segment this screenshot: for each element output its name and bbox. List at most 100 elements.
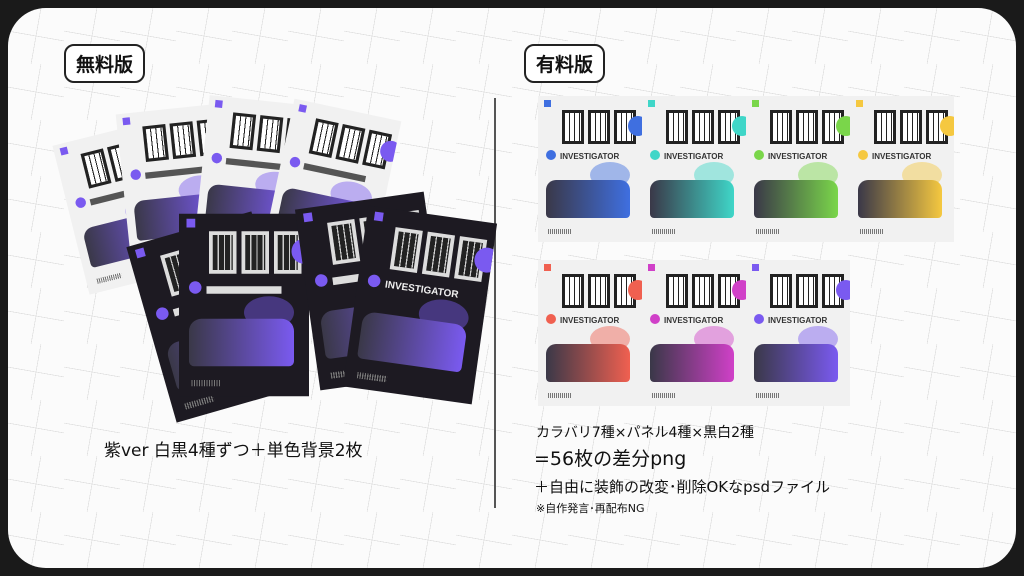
color-square (59, 146, 69, 156)
paid-line-1: カラバリ7種×パネル4種×黒白2種 (536, 425, 755, 441)
circle-decoration (628, 280, 642, 300)
circle-decoration (754, 150, 764, 160)
window-graphic (335, 123, 366, 164)
paid-note: ※自作発言･再配布NG (536, 502, 645, 515)
poster-preview (179, 213, 309, 397)
circle-decoration (129, 168, 142, 181)
barcode (860, 229, 884, 234)
poster-title: INVESTIGATOR (664, 316, 724, 325)
circle-decoration (628, 116, 642, 136)
window-graphic (562, 110, 584, 144)
window-graphic (666, 274, 688, 308)
window-graphic (229, 112, 257, 151)
color-square (122, 117, 131, 126)
circle-decoration (732, 116, 746, 136)
circle-decoration (154, 305, 171, 322)
poster-title: INVESTIGATOR (872, 152, 932, 161)
barcode (756, 229, 780, 234)
sofa-graphic (189, 318, 294, 367)
poster-preview: INVESTIGATOR (642, 96, 746, 242)
barcode (652, 229, 676, 234)
barcode (756, 393, 780, 398)
circle-decoration (367, 273, 382, 288)
circle-decoration (732, 280, 746, 300)
circle-decoration (940, 116, 954, 136)
window-graphic (241, 231, 269, 274)
color-square (648, 264, 655, 271)
window-graphic (692, 274, 714, 308)
color-square (303, 212, 313, 223)
sofa-graphic (650, 180, 734, 218)
poster-title-graphic (206, 286, 282, 294)
circle-decoration (650, 150, 660, 160)
circle-decoration (546, 150, 556, 160)
paid-line-3: ＋自由に装飾の改変･削除OKなpsdファイル (534, 478, 831, 496)
window-graphic (421, 231, 456, 278)
barcode (356, 371, 388, 383)
sofa-graphic (858, 180, 942, 218)
poster-preview: INVESTIGATOR (538, 260, 642, 406)
window-graphic (142, 124, 169, 162)
barcode (184, 395, 215, 410)
poster-title: INVESTIGATOR (768, 316, 828, 325)
circle-decoration (858, 150, 868, 160)
poster-preview: INVESTIGATOR (850, 96, 954, 242)
color-square (544, 264, 551, 271)
color-square (648, 100, 655, 107)
window-graphic (209, 231, 237, 274)
circle-decoration (836, 116, 850, 136)
barcode (191, 380, 222, 387)
poster-preview: INVESTIGATOR (746, 260, 850, 406)
color-square (752, 100, 759, 107)
poster-title-graphic (303, 163, 367, 183)
free-version-badge: 無料版 (64, 44, 146, 83)
paid-line-2: =56枚の差分png (534, 448, 687, 470)
divider (494, 98, 496, 508)
barcode (652, 393, 676, 398)
poster-preview: INVESTIGATOR (538, 96, 642, 242)
sofa-graphic (650, 344, 734, 382)
window-graphic (562, 274, 584, 308)
color-square (186, 218, 196, 228)
window-graphic (308, 118, 339, 159)
circle-decoration (189, 281, 202, 294)
window-graphic (389, 227, 423, 274)
barcode (548, 229, 572, 234)
poster-title: INVESTIGATOR (560, 152, 620, 161)
circle-decoration (836, 280, 850, 300)
window-graphic (796, 110, 818, 144)
circle-decoration (314, 273, 329, 288)
sofa-graphic (754, 180, 838, 218)
window-graphic (900, 110, 922, 144)
poster-preview: INVESTIGATOR (746, 96, 850, 242)
circle-decoration (74, 196, 88, 210)
window-graphic (770, 274, 792, 308)
poster-preview: INVESTIGATOR (342, 205, 498, 405)
sofa-graphic (754, 344, 838, 382)
circle-decoration (288, 155, 302, 169)
window-graphic (874, 110, 896, 144)
window-graphic (588, 110, 610, 144)
color-square (856, 100, 863, 107)
window-graphic (770, 110, 792, 144)
poster-title: INVESTIGATOR (768, 152, 828, 161)
window-graphic (80, 148, 112, 189)
sofa-graphic (546, 180, 630, 218)
poster-preview: INVESTIGATOR (642, 260, 746, 406)
window-graphic (666, 110, 688, 144)
poster-title: INVESTIGATOR (664, 152, 724, 161)
color-square (373, 211, 384, 222)
color-square (752, 264, 759, 271)
circle-decoration (211, 152, 223, 164)
free-caption: 紫ver 白黒4種ずつ＋単色背景2枚 (104, 441, 363, 461)
circle-decoration (546, 314, 556, 324)
poster-title: INVESTIGATOR (560, 316, 620, 325)
color-square (298, 104, 308, 113)
sofa-graphic (546, 344, 630, 382)
circle-decoration (650, 314, 660, 324)
barcode (96, 272, 123, 284)
color-square (214, 99, 223, 108)
window-graphic (796, 274, 818, 308)
window-graphic (256, 115, 284, 154)
